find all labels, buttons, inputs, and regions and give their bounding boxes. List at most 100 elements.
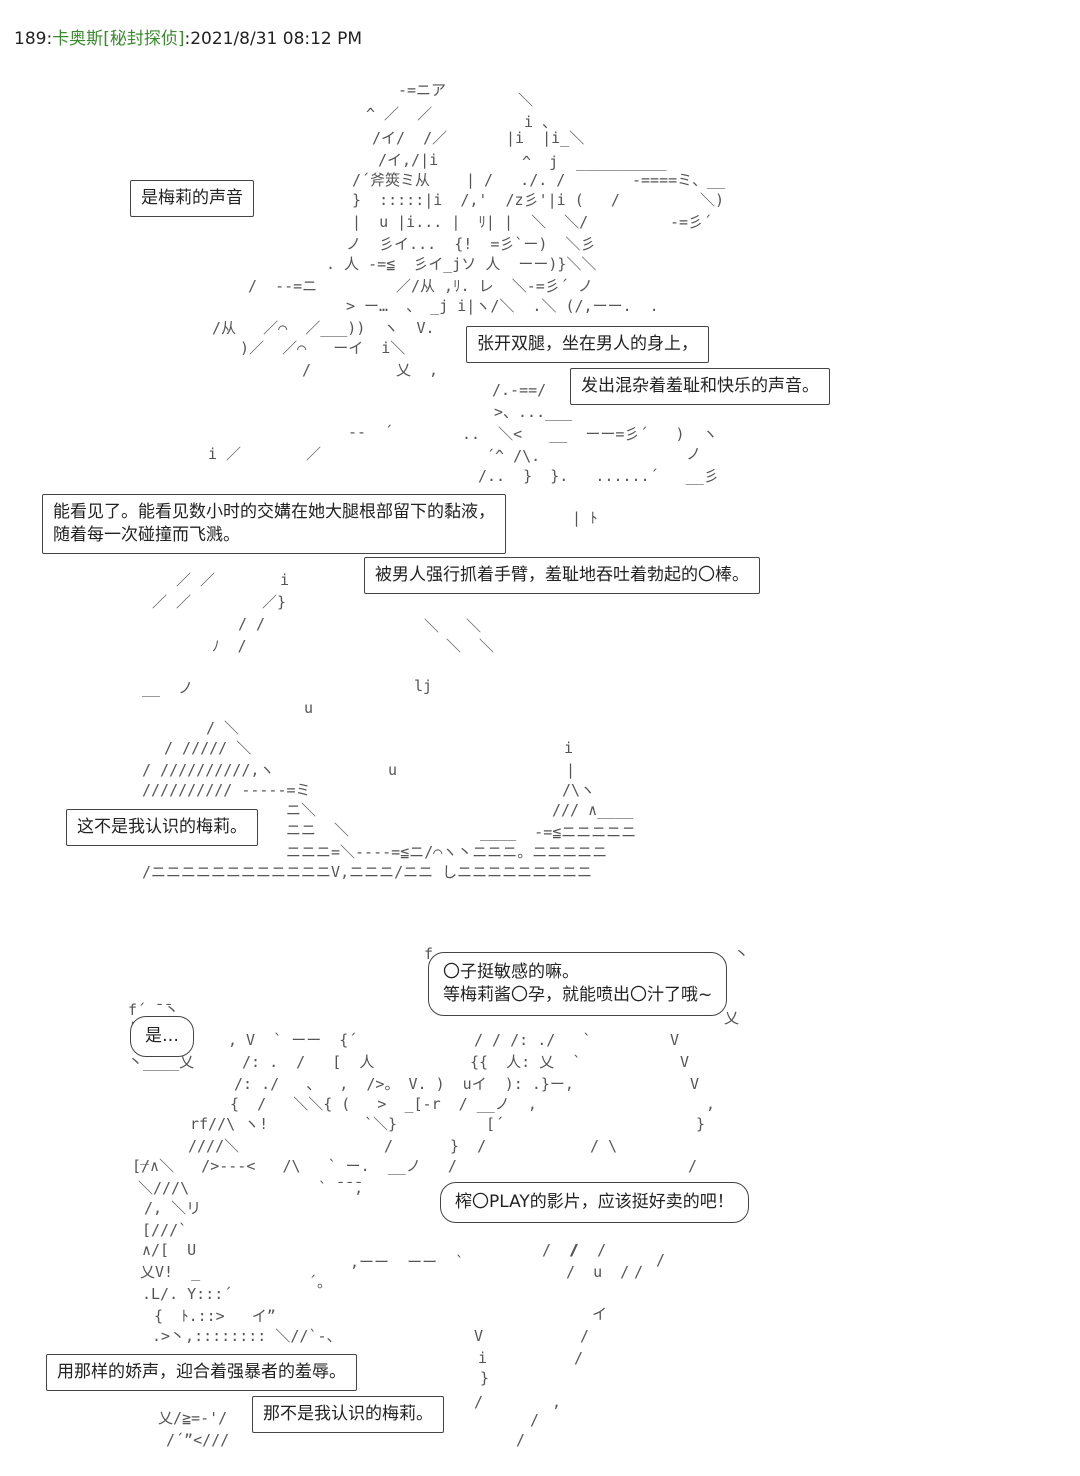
ascii-fragment: /从 ／⌒ ／___)) ヽ V. <box>212 319 435 337</box>
ascii-fragment: / <box>656 1251 666 1269</box>
ascii-fragment: ／/从 ,ﾘ. レ ＼-=彡´ ノ <box>396 277 593 295</box>
ascii-fragment: / <box>530 1411 540 1429</box>
ascii-fragment: f <box>424 945 434 963</box>
ascii-fragment: )／ ／⌒ ーイ i＼ <box>240 339 406 357</box>
ascii-fragment: -- ´ <box>348 423 394 441</box>
caption-box: 发出混杂着羞耻和快乐的声音。 <box>570 368 830 405</box>
ascii-fragment: /´斧筴ミ从 <box>352 171 431 189</box>
ascii-fragment: 乂V! _ <box>140 1263 201 1281</box>
ascii-fragment: ____ -=≦ニニニニニ <box>480 823 637 841</box>
ascii-fragment: ＼ ＼ <box>446 637 495 655</box>
ascii-fragment: / <box>688 1157 698 1175</box>
ascii-fragment: /ニニニニニニニニニニニニV,ニニニ/ニニ しニニニニニニニニニ <box>142 863 593 881</box>
speech-bubble: 是… <box>130 1016 194 1057</box>
ascii-fragment: ﾉ / <box>212 637 247 655</box>
ascii-fragment: ^ j __________ <box>522 153 667 171</box>
ascii-fragment: ´^ /\. <box>486 447 541 465</box>
ascii-fragment: /// ∧____ <box>552 801 634 819</box>
ascii-fragment: /, ＼リ <box>144 1199 202 1217</box>
caption-box: 这不是我认识的梅莉。 <box>66 809 258 846</box>
caption-text: 被男人强行抓着手臂，羞耻地吞吐着勃起的〇棒。 <box>375 565 749 585</box>
ascii-fragment: ニニニ=＼----=≦ニ/⌒ヽ丶ニニニ。ニニニニニ <box>286 843 608 861</box>
caption-box: 能看见了。能看见数小时的交媾在她大腿根部留下的黏液， 随着每一次碰撞而飞溅。 <box>42 494 506 554</box>
caption-text: 发出混杂着羞耻和快乐的声音。 <box>581 376 819 396</box>
ascii-fragment: / <box>302 361 312 379</box>
ascii-fragment: | ﾄ <box>572 509 598 527</box>
ascii-fragment: / <box>574 1349 584 1367</box>
ascii-fragment: 丶 <box>734 945 750 963</box>
caption-box: 张开双腿，坐在男人的身上， <box>466 326 709 363</box>
caption-box: 用那样的娇声，迎合着强暴者的羞辱。 <box>46 1354 357 1391</box>
ascii-fragment: __ ノ <box>142 679 194 697</box>
ascii-fragment: } <box>696 1115 706 1133</box>
ascii-fragment: | u |i... | ﾘ| | ＼ ＼/ <box>352 213 589 231</box>
ascii-fragment: ∧/[ U <box>142 1241 197 1259</box>
ascii-fragment: u <box>304 699 314 717</box>
ascii-fragment: _ <box>140 1147 150 1165</box>
ascii-fragment: [/∧＼ />---< /\ ` ー. __ノ / <box>132 1157 457 1175</box>
ascii-fragment: `＼} <box>364 1115 398 1133</box>
ascii-fragment: 乂/≧=-'/ <box>158 1409 228 1427</box>
ascii-fragment: / / /: ./ ` <box>474 1031 592 1049</box>
ascii-fragment: V <box>680 1053 690 1071</box>
ascii-fragment: .L/. Y:::´ <box>142 1285 233 1303</box>
ascii-fragment: i 、 <box>524 113 558 131</box>
ascii-fragment: |i |i_＼ <box>506 129 585 147</box>
ascii-fragment: ニニ ＼ <box>286 821 350 839</box>
ascii-fragment: /: . / [ 人 <box>242 1053 375 1071</box>
ascii-fragment: / <box>634 1263 644 1281</box>
ascii-fragment: | <box>566 761 576 779</box>
ascii-fragment: / ///// ＼ <box>164 739 252 757</box>
ascii-fragment: -====ミ、__ <box>632 171 726 189</box>
post-header: 189:卡奥斯[秘封探侦]:2021/8/31 08:12 PM <box>14 29 363 49</box>
caption-text: 这不是我认识的梅莉。 <box>77 817 247 837</box>
ascii-fragment: イ <box>592 1305 608 1323</box>
ascii-fragment: { / ＼＼{ ( > _[-r / __ノ , <box>230 1095 537 1113</box>
ascii-fragment: } <box>480 1369 490 1387</box>
ascii-fragment: ^ ／ ／ <box>366 105 433 123</box>
ascii-fragment: ,ーー ーー ` <box>350 1253 465 1271</box>
ascii-fragment: / / <box>542 1241 579 1259</box>
ascii-fragment: /´”</// <box>166 1431 230 1449</box>
speech-text: 是… <box>145 1026 179 1046</box>
ascii-fragment: / ＼ <box>206 719 240 737</box>
speech-bubble: 〇子挺敏感的嘛。 等梅莉酱〇孕，就能喷出〇汁了哦~ <box>428 952 728 1016</box>
ascii-fragment: i ／ <box>208 445 242 463</box>
ascii-fragment: / \ <box>590 1137 618 1155</box>
ascii-fragment: lj <box>414 677 433 695</box>
ascii-fragment: i <box>564 739 574 757</box>
ascii-fragment: /イ/ /／ <box>372 129 448 147</box>
ascii-fragment: ` ̄ ̄ ̄, <box>318 1179 364 1197</box>
ascii-fragment: / / <box>570 1241 607 1259</box>
caption-box: 是梅莉的声音 <box>130 180 254 217</box>
ascii-fragment: /イ,/|i <box>378 151 439 169</box>
ascii-fragment: V <box>474 1327 484 1345</box>
ascii-fragment: / <box>516 1431 526 1449</box>
ascii-fragment: ////＼ <box>188 1137 240 1155</box>
ascii-fragment: rf//\ ヽ! <box>190 1115 269 1133</box>
ascii-fragment: f´ ̄ ̄丶 <box>128 1001 180 1019</box>
speech-text: 〇子挺敏感的嘛。 <box>443 962 579 982</box>
ascii-fragment: ／} <box>262 593 287 611</box>
ascii-fragment: {{ 人: 乂 ` <box>470 1053 582 1071</box>
ascii-fragment: .. ＼< __ ーー=彡´ ) ヽ <box>462 425 718 443</box>
ascii-fragment: >、...___ <box>494 403 573 421</box>
caption-text: 能看见了。能看见数小时的交媾在她大腿根部留下的黏液， <box>53 502 495 522</box>
ascii-fragment: } / <box>450 1137 487 1155</box>
ascii-fragment: / u / <box>566 1263 630 1281</box>
poster-tag: [秘封探侦] <box>103 29 185 49</box>
ascii-fragment: ＼///\ <box>138 1179 190 1197</box>
poster-name[interactable]: 卡奥斯 <box>52 29 104 49</box>
ascii-fragment: , <box>552 1393 562 1411</box>
ascii-fragment: /.. } }. ......´ __彡 <box>478 467 719 485</box>
post-number: 189 <box>14 29 47 49</box>
ascii-fragment: i <box>478 1349 488 1367</box>
ascii-fragment: 乂 , <box>396 361 439 379</box>
ascii-fragment: 丶____乂 <box>128 1053 195 1071</box>
ascii-fragment: /: ./ 、 , />。 V. ) uイ ): .}ー, <box>234 1075 574 1093</box>
caption-text: 张开双腿，坐在男人的身上， <box>477 334 698 354</box>
ascii-fragment: ////////// -----=ミ <box>142 781 311 799</box>
ascii-fragment: / -‐=ニ <box>248 277 318 295</box>
caption-text: 是梅莉的声音 <box>141 188 243 208</box>
ascii-fragment: ／ ／ <box>176 571 216 589</box>
